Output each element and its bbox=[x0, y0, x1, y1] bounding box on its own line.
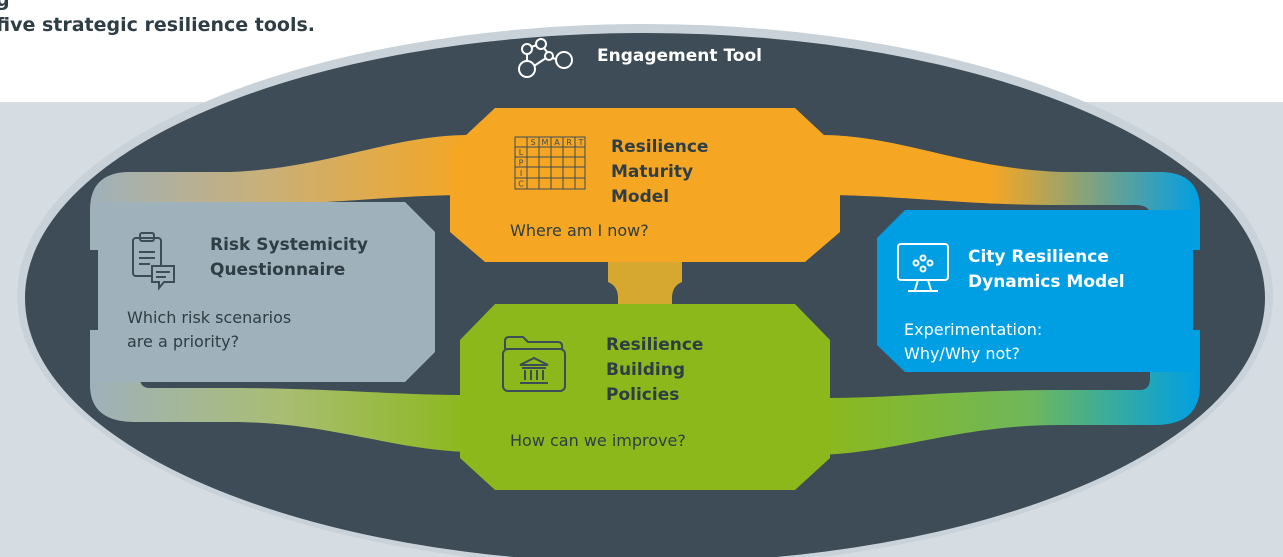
smart-header-letter: M bbox=[542, 138, 549, 147]
connector-top-right bbox=[820, 135, 1200, 250]
smart-side-letter: P bbox=[519, 159, 524, 168]
risk-question-line: are a priority? bbox=[127, 332, 240, 351]
dynamics-question-line: Why/Why not? bbox=[904, 344, 1021, 363]
maturity-question: Where am I now? bbox=[510, 221, 649, 240]
smart-side-letter: I bbox=[520, 169, 522, 178]
connector-center bbox=[608, 262, 682, 306]
intro-line-1: g bbox=[0, 0, 10, 11]
connector-bottom-right bbox=[820, 330, 1200, 455]
smart-header-letter: A bbox=[554, 138, 560, 147]
dynamics-title-line: City Resilience bbox=[968, 247, 1109, 267]
risk-shape bbox=[98, 202, 435, 382]
connector-top-left bbox=[90, 135, 470, 250]
risk-title-line: Risk Systemicity bbox=[210, 235, 369, 255]
clipboard-chat-icon bbox=[132, 232, 175, 291]
folder-building-icon bbox=[502, 336, 566, 392]
maturity-title-line: Model bbox=[611, 187, 670, 207]
risk-question: Which risk scenarios are a priority? bbox=[127, 306, 291, 354]
maturity-title: Resilience Maturity Model bbox=[611, 135, 708, 210]
smart-header-letter: T bbox=[578, 138, 584, 147]
intro-line-2: five strategic resilience tools. bbox=[0, 14, 316, 36]
smart-side-letter: C bbox=[518, 180, 524, 189]
policies-shape bbox=[460, 304, 830, 490]
monitor-network-icon bbox=[897, 243, 949, 292]
risk-title-line: Questionnaire bbox=[210, 260, 346, 280]
smart-header-letter: S bbox=[530, 138, 535, 147]
connector-bottom-left bbox=[90, 330, 470, 452]
risk-title: Risk Systemicity Questionnaire bbox=[210, 233, 368, 283]
smart-header-letter: R bbox=[566, 138, 572, 147]
dynamics-title-line: Dynamics Model bbox=[968, 272, 1125, 292]
risk-question-line: Which risk scenarios bbox=[127, 308, 292, 327]
dynamics-question-line: Experimentation: bbox=[904, 320, 1043, 339]
maturity-title-line: Resilience bbox=[611, 137, 709, 157]
dynamics-question: Experimentation: Why/Why not? bbox=[904, 318, 1042, 366]
maturity-title-line: Maturity bbox=[611, 162, 694, 182]
engagement-tool-label: Engagement Tool bbox=[597, 46, 762, 66]
smart-grid-icon bbox=[514, 136, 586, 190]
policies-title-line: Resilience bbox=[606, 335, 704, 355]
dynamics-title: City Resilience Dynamics Model bbox=[968, 245, 1125, 295]
policies-title-line: Policies bbox=[606, 385, 680, 405]
intro-text: g five strategic resilience tools. bbox=[0, 0, 315, 38]
smart-side-letter: L bbox=[519, 148, 524, 157]
policies-title-line: Building bbox=[606, 360, 685, 380]
network-nodes-icon bbox=[518, 38, 573, 78]
policies-question: How can we improve? bbox=[510, 431, 686, 450]
dynamics-shape bbox=[877, 210, 1193, 372]
policies-title: Resilience Building Policies bbox=[606, 333, 703, 408]
